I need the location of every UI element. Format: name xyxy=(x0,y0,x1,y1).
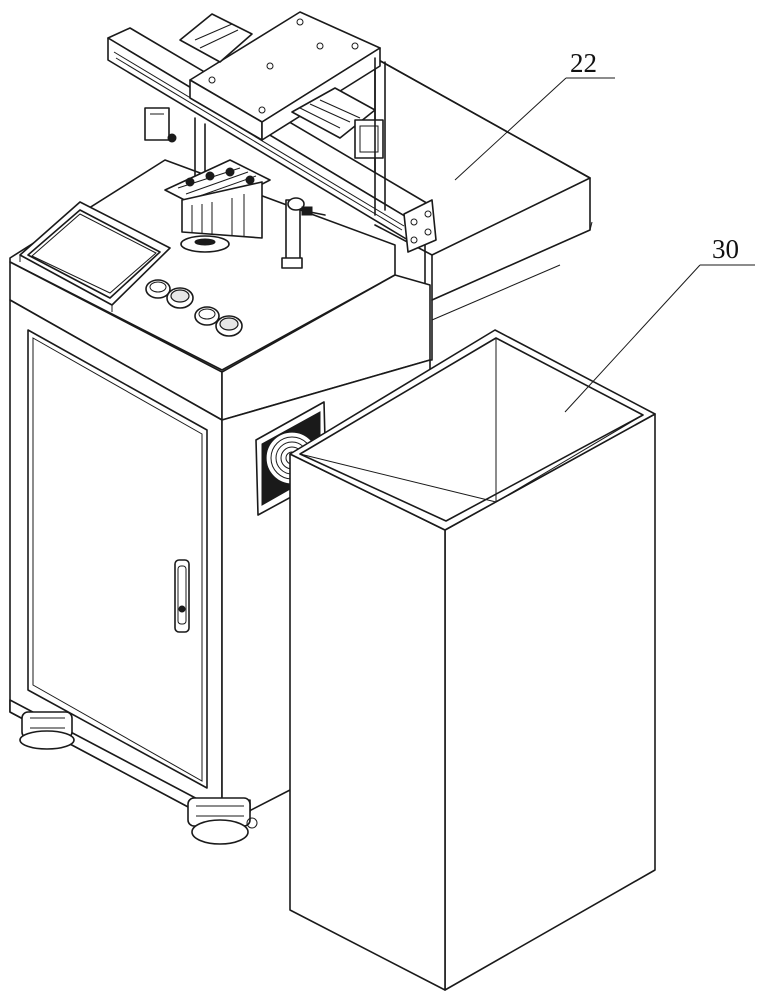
leveling-foot-right xyxy=(188,798,257,844)
callout-22-label: 22 xyxy=(570,48,597,78)
leveling-foot-left xyxy=(20,712,74,749)
callout-30-label: 30 xyxy=(712,234,739,264)
collection-bin xyxy=(290,330,655,990)
door-handle[interactable] xyxy=(175,560,189,632)
